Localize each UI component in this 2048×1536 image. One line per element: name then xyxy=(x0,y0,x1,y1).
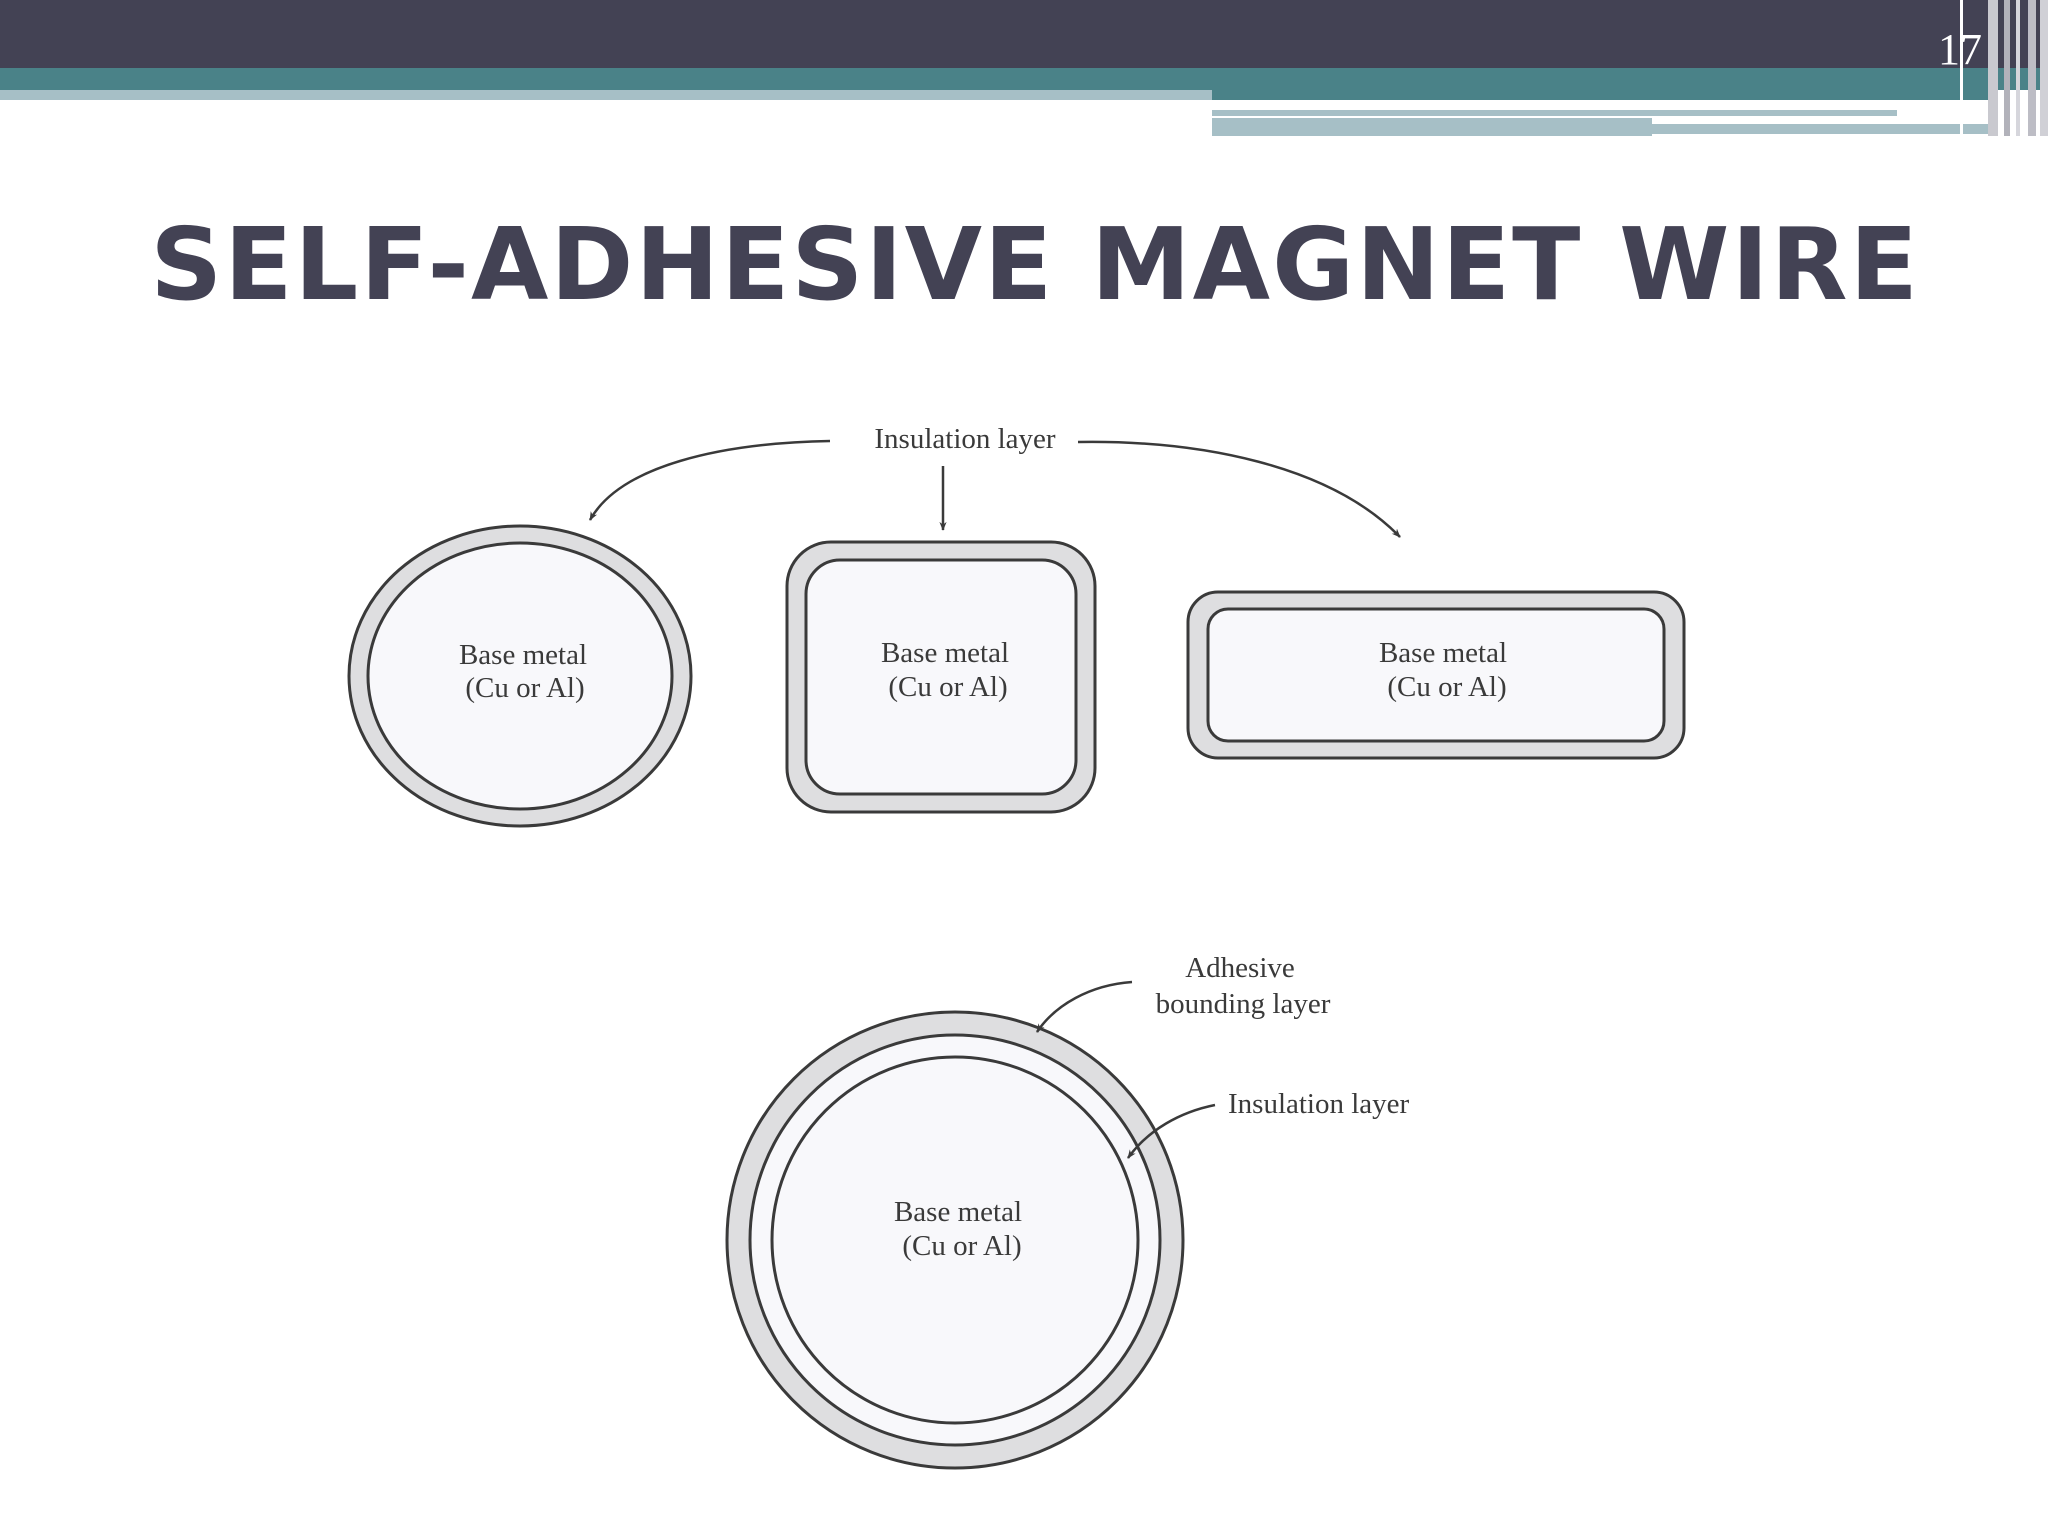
core-label-line2: (Cu or Al) xyxy=(888,671,1007,703)
page-number: 17 xyxy=(1938,25,1982,74)
header-bar xyxy=(0,0,2048,68)
header-divider xyxy=(1988,0,1998,136)
base-metal-core xyxy=(1206,607,1666,743)
core-label-line1: Base metal xyxy=(459,639,587,671)
header-divider xyxy=(2016,0,2020,136)
base-metal-core xyxy=(366,541,674,811)
header-strip xyxy=(1212,90,1988,100)
base-metal-core xyxy=(770,1055,1140,1425)
arrow-to-round-wire xyxy=(588,439,831,521)
base-metal-core xyxy=(804,558,1078,796)
bottom-insulation-label: Insulation layer xyxy=(1228,1088,1410,1120)
core-label-line1: Base metal xyxy=(894,1196,1022,1228)
adhesive-label-line1: Adhesive xyxy=(1185,952,1295,984)
core-label-line2: (Cu or Al) xyxy=(902,1230,1021,1262)
slide-title: SELF-ADHESIVE MAGNET WIRE xyxy=(150,206,1920,323)
header-divider xyxy=(1960,0,1963,136)
top-insulation-label: Insulation layer xyxy=(874,423,1056,455)
core-label-line2: (Cu or Al) xyxy=(1387,671,1506,703)
arrow-to-insulation-layer xyxy=(1126,1103,1216,1159)
core-label-line1: Base metal xyxy=(1379,637,1507,669)
header-strip xyxy=(1212,100,1988,106)
header-strip xyxy=(1652,124,1988,134)
self-adhesive-wire-cross-section: Base metal (Cu or Al) xyxy=(725,1010,1185,1470)
header-divider xyxy=(2028,0,2036,136)
header-teal-band xyxy=(0,68,2048,90)
rectangular-wire-cross-section: Base metal (Cu or Al) xyxy=(1186,590,1686,760)
header-strip xyxy=(1212,118,1652,136)
arrow-to-adhesive-layer xyxy=(1035,980,1133,1033)
arrow-to-rectangular-wire xyxy=(1077,440,1401,538)
header-divider xyxy=(2040,0,2048,136)
round-wire-cross-section: Base metal (Cu or Al) xyxy=(347,524,693,828)
square-wire-cross-section: Base metal (Cu or Al) xyxy=(785,540,1097,814)
header-divider xyxy=(2004,0,2010,136)
core-label-line2: (Cu or Al) xyxy=(465,672,584,704)
header-strip xyxy=(1212,110,1897,116)
core-label-line1: Base metal xyxy=(881,637,1009,669)
header-pale-band xyxy=(0,90,1212,100)
adhesive-label-line2: bounding layer xyxy=(1156,988,1331,1020)
